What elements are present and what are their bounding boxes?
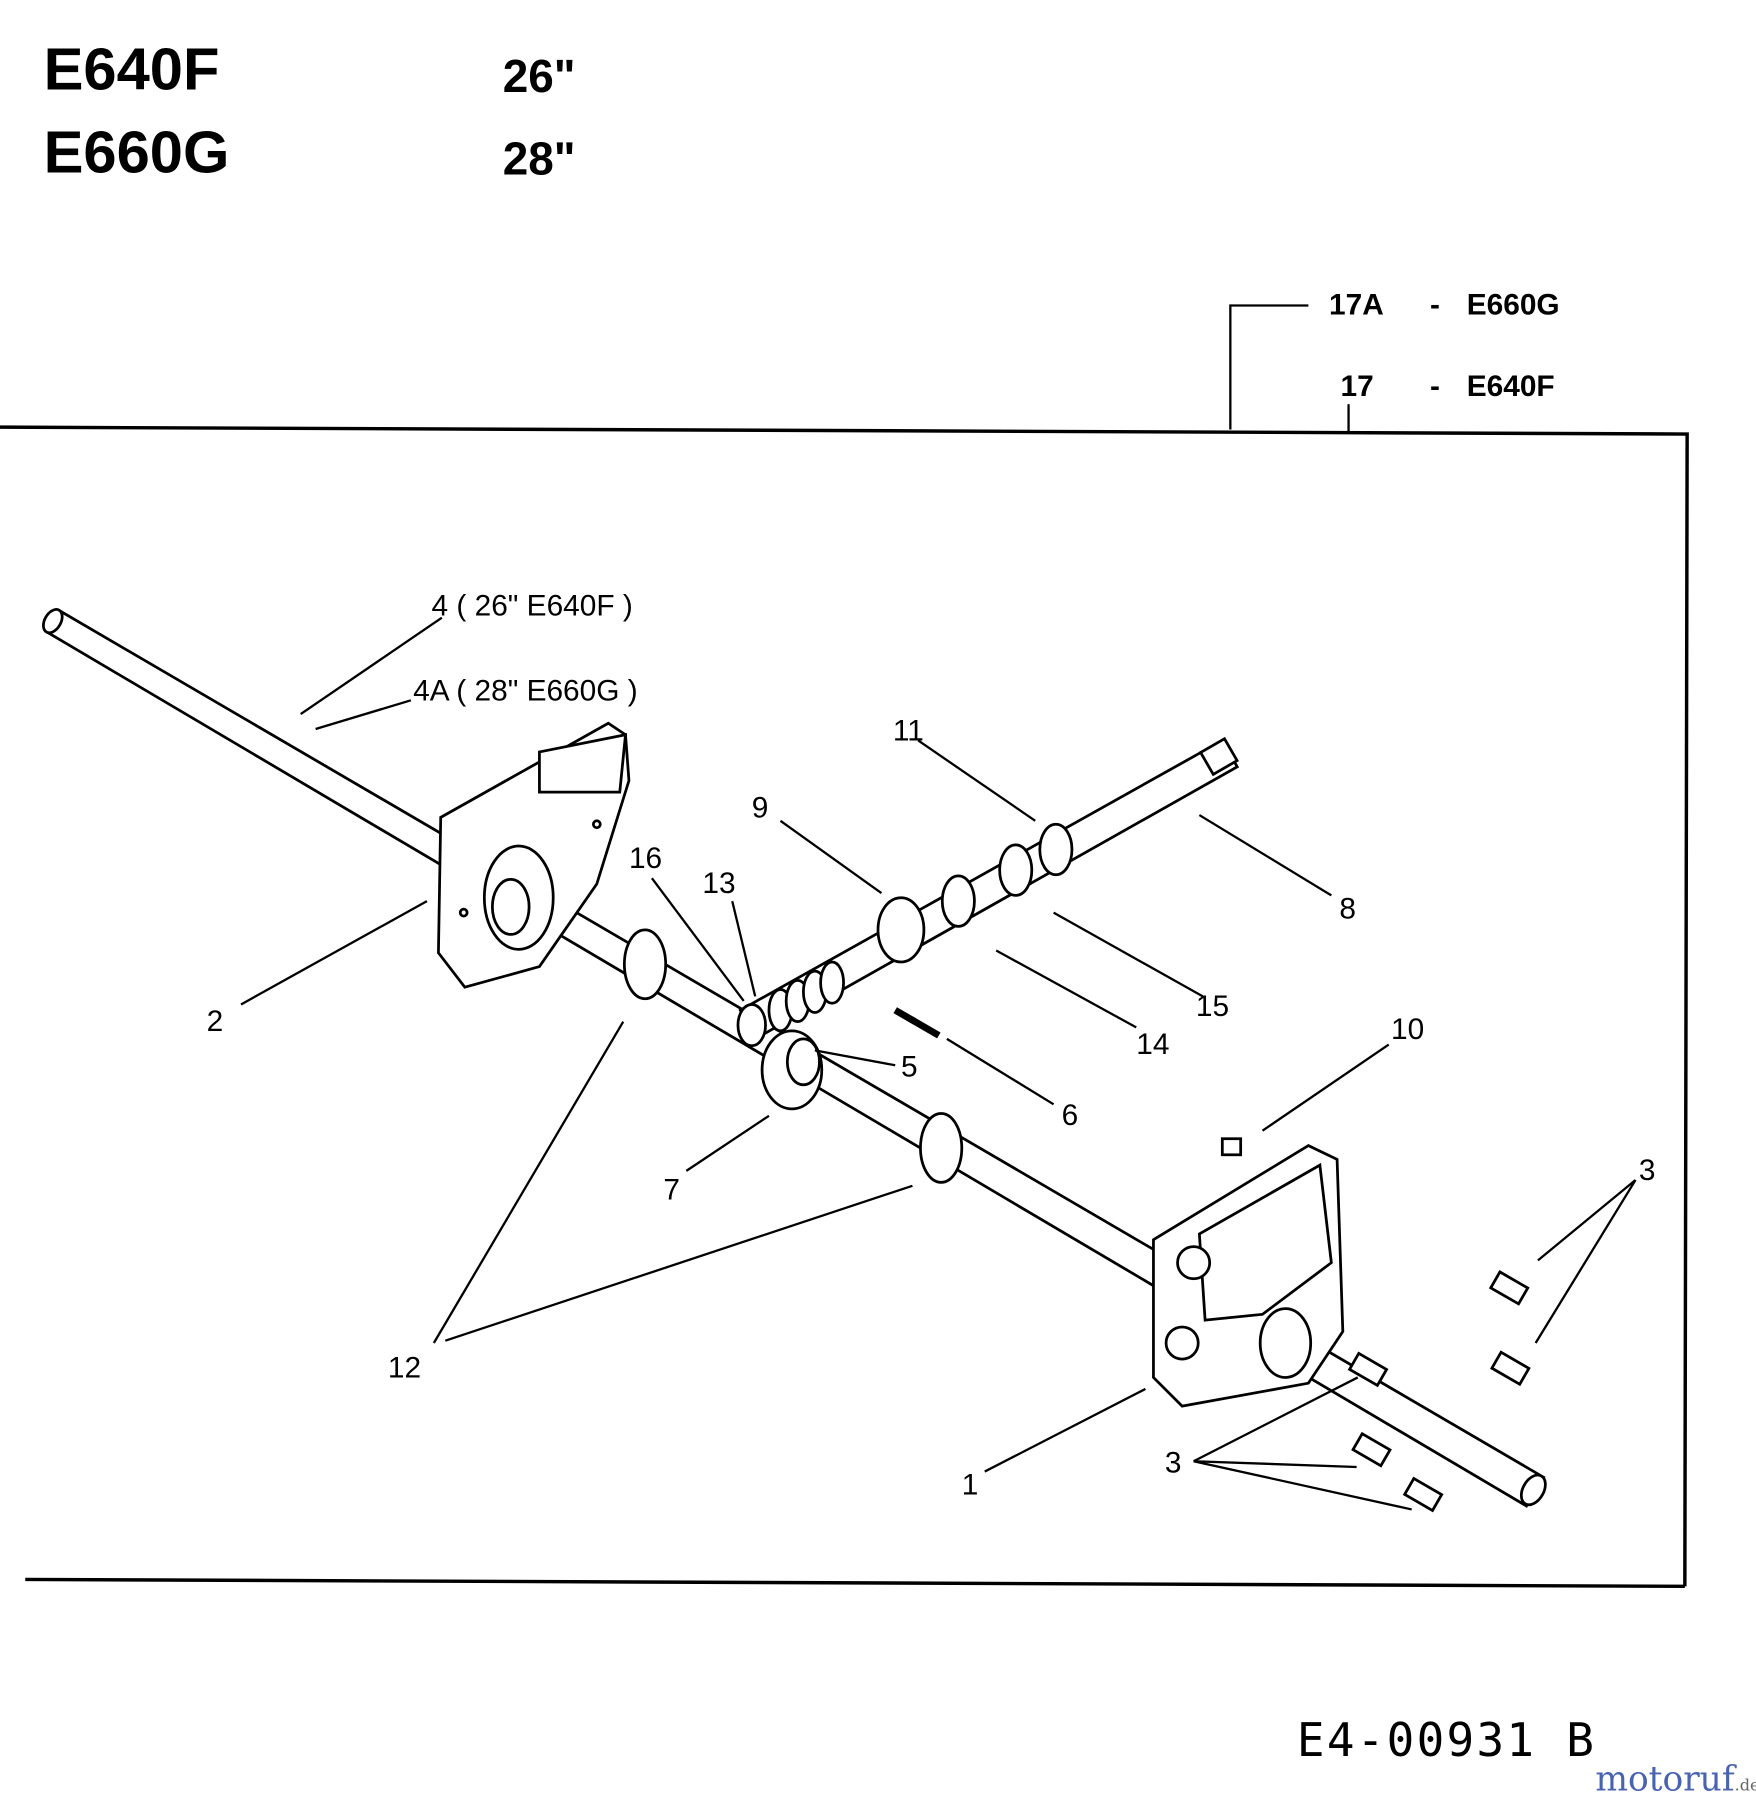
bolts (1347, 1270, 1531, 1513)
callout-6: 6 (1062, 1099, 1079, 1132)
variant-model-e640f: E640F (1467, 370, 1555, 403)
variant-dash: - (1430, 370, 1440, 403)
size-28: 28" (503, 133, 576, 185)
callout-5: 5 (901, 1051, 918, 1084)
pin (893, 1007, 941, 1039)
frame-border (0, 425, 1689, 1587)
callout-3: 3 (1165, 1447, 1182, 1480)
model-e640f: E640F (44, 36, 220, 103)
variant-dash: - (1430, 289, 1440, 322)
plug (1220, 1137, 1243, 1157)
watermark-logo: motoruf.de (1595, 1760, 1756, 1800)
callout-8: 8 (1339, 892, 1356, 925)
callout-1: 1 (962, 1469, 979, 1502)
callout-7: 7 (663, 1174, 680, 1207)
frame-border-bottom (25, 1577, 1685, 1589)
variant-model-e660g: E660G (1467, 289, 1560, 322)
callout-13: 13 (702, 867, 735, 900)
callout-16: 16 (629, 842, 662, 875)
variant-bracket-17a (1229, 304, 1309, 430)
variant-ref-17: 17 (1341, 370, 1374, 403)
callout-4: 4 ( 26" E640F ) (432, 589, 633, 622)
callout-9: 9 (752, 791, 769, 824)
callout-11: 11 (893, 714, 924, 747)
thrust-washer (622, 928, 668, 1001)
thrust-washer (919, 1112, 964, 1184)
drawing-number: E4-00931 B (1297, 1713, 1596, 1767)
variant-ref-17a: 17A (1329, 289, 1384, 322)
callout-10: 10 (1391, 1013, 1424, 1046)
worm-shaft (736, 736, 1240, 1048)
callout-14: 14 (1136, 1028, 1169, 1061)
housing-left (437, 721, 631, 989)
callout-4a: 4A ( 28" E660G ) (413, 674, 637, 707)
callout-15: 15 (1196, 990, 1229, 1023)
callout-2: 2 (207, 1005, 224, 1038)
worm-wheel-hub (785, 1037, 821, 1087)
callout-12: 12 (388, 1351, 421, 1384)
leader-lines (240, 616, 1637, 1511)
callout-3: 3 (1639, 1154, 1656, 1187)
size-26: 26" (503, 50, 576, 102)
model-e660g: E660G (44, 118, 230, 185)
worm-gear (767, 960, 845, 1033)
housing-right (1152, 1144, 1345, 1408)
